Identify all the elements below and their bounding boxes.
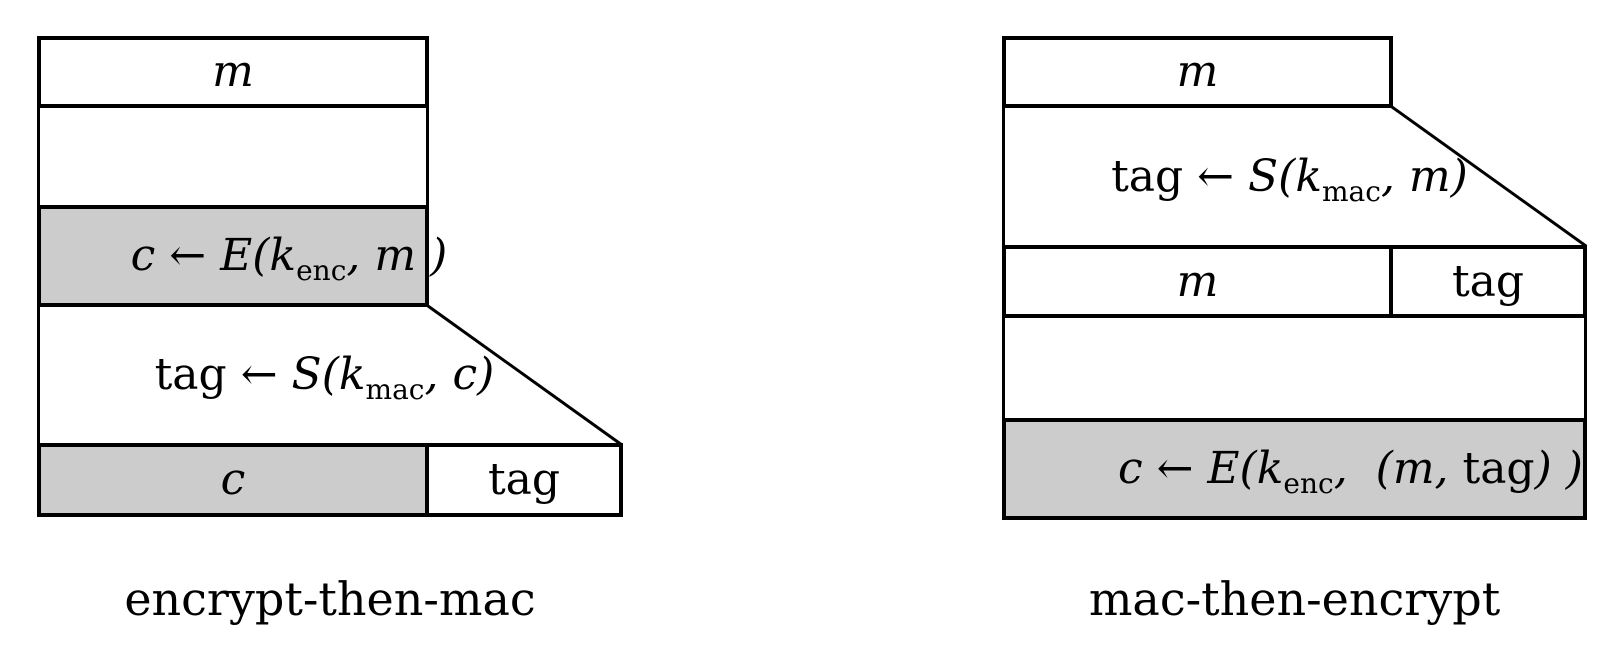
mte-mid-tag-cell: tag [1393, 249, 1583, 314]
etm-encrypt-formula: c ← E(kenc, m ) [19, 190, 448, 322]
formula-segment: tag [1111, 150, 1198, 202]
mte-tag-formula: tag ← S(kmac, m) [999, 111, 1468, 243]
etm-result-cipher-cell: c [41, 447, 429, 513]
formula-subscript: enc [296, 253, 347, 287]
mte-mid-message-cell: m [1006, 249, 1393, 314]
etm-message-label: m [212, 46, 254, 97]
mte-message-box: m [1002, 36, 1393, 108]
formula-subscript: mac [1322, 174, 1381, 208]
etm-upper-gap [37, 108, 429, 205]
etm-result-cipher-label: c [220, 454, 246, 505]
formula-segment: , m) [1380, 150, 1468, 202]
etm-message-box: m [37, 36, 429, 108]
mte-encrypt-formula: c ← E(kenc, (m, tag) ) [1006, 403, 1583, 535]
mte-message-label: m [1176, 46, 1219, 97]
mte-mid-row: m tag [1002, 245, 1587, 318]
mte-tag-region: tag ← S(kmac, m) [1002, 108, 1468, 245]
mte-mid-tag-label: tag [1451, 255, 1525, 307]
etm-tag-formula: tag ← S(kmac, c) [43, 309, 495, 441]
formula-segment: tag [1462, 443, 1535, 494]
etm-result-tag-cell: tag [429, 447, 619, 513]
mte-mid-message-label: m [1176, 255, 1219, 307]
formula-segment: c ← E(k [1117, 443, 1284, 494]
mte-encrypt-box: c ← E(kenc, (m, tag) ) [1002, 418, 1587, 520]
formula-segment: tag [154, 349, 241, 400]
etm-caption: encrypt-then-mac [124, 572, 536, 626]
formula-segment: ← S(k [1197, 150, 1322, 202]
mte-caption: mac-then-encrypt [1088, 572, 1501, 626]
mte-lower-gap [1002, 318, 1587, 418]
formula-segment: c ← E(k [130, 230, 297, 281]
formula-segment: , c) [424, 349, 495, 400]
formula-segment: ) ) [1534, 443, 1583, 494]
formula-segment: ← S(k [240, 349, 366, 400]
formula-subscript: mac [365, 372, 425, 406]
formula-segment: , m ) [346, 230, 448, 281]
etm-result-row: c tag [37, 443, 623, 517]
etm-tag-region: tag ← S(kmac, c) [37, 307, 497, 443]
etm-result-tag-label: tag [487, 454, 561, 505]
etm-encrypt-box: c ← E(kenc, m ) [37, 205, 447, 307]
formula-segment: , (m, [1333, 443, 1463, 494]
formula-subscript: enc [1283, 466, 1334, 500]
